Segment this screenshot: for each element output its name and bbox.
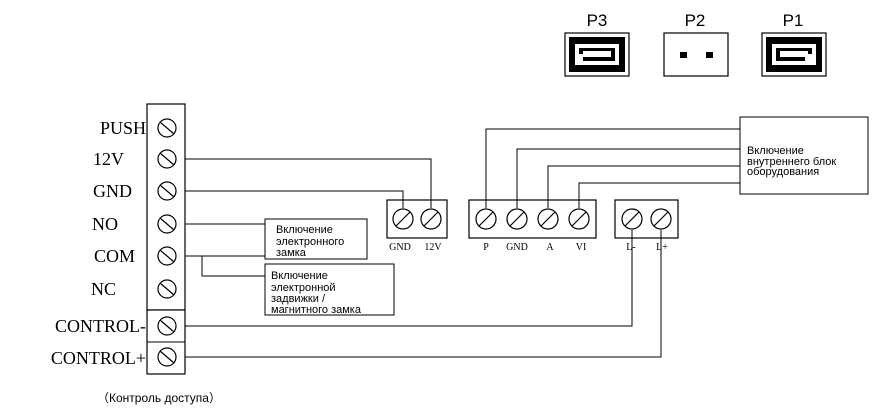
screw-lock-plus <box>650 208 672 230</box>
label-control-minus: CONTROL- <box>55 316 146 336</box>
jumper-p1 <box>761 32 827 77</box>
screw-com <box>157 246 177 266</box>
note-bolt-line-1: Включение <box>271 270 328 282</box>
jumper-headers: P3 P2 P1 <box>564 11 827 77</box>
note-bolt-line-4: магнитного замка <box>271 304 362 316</box>
screw-control-plus <box>157 347 177 367</box>
note-bolt-magnetic-lock: Включение электронной задвижки / магнитн… <box>264 263 395 316</box>
indoor-p-label: P <box>483 242 489 253</box>
access-control-caption: （Контроль доступа） <box>97 391 221 405</box>
wire-control-minus-to-lminus <box>185 230 633 327</box>
note-electronic-lock-line-3: замка <box>276 247 307 259</box>
screw-lock-minus <box>621 208 643 230</box>
wire-control-plus-to-lplus <box>185 230 662 358</box>
jumper-p2 <box>663 32 729 77</box>
indoor-vi-label: VI <box>576 242 587 253</box>
screw-indoor-a <box>537 208 559 230</box>
screw-push <box>157 118 177 138</box>
screw-12v <box>157 149 177 169</box>
note-electronic-lock-line-1: Включение <box>276 224 333 236</box>
screw-gnd <box>157 181 177 201</box>
wire-com-to-bolt-note <box>201 256 265 277</box>
label-12v: 12V <box>93 149 124 169</box>
note-indoor-line-1: Включение <box>747 145 804 157</box>
wire-indoor-vi <box>578 182 740 208</box>
note-electronic-lock-line-2: электронного <box>276 236 344 248</box>
wires <box>185 128 740 358</box>
power-gnd-label: GND <box>389 242 411 253</box>
power-12v-label: 12V <box>424 242 442 253</box>
label-gnd: GND <box>93 181 132 201</box>
note-indoor-unit: Включение внутреннего блок оборудования <box>739 116 869 195</box>
indoor-gnd-label: GND <box>506 242 528 253</box>
label-com: COM <box>94 246 135 266</box>
lock-minus-label: L- <box>626 242 635 253</box>
jumper-label-p1: P1 <box>783 11 804 30</box>
wire-indoor-a <box>547 165 740 208</box>
screw-power-12v <box>420 208 442 230</box>
screw-indoor-vi <box>568 208 590 230</box>
screw-power-gnd <box>392 208 414 230</box>
wire-gnd-to-power-gnd <box>185 190 404 208</box>
wire-indoor-p <box>485 128 740 208</box>
wire-12v-to-power-12v <box>185 158 432 208</box>
note-electronic-lock: Включение электронного замка <box>264 218 368 260</box>
screw-control-minus <box>157 316 177 336</box>
label-push: PUSH <box>100 118 146 138</box>
left-terminal-labels: PUSH 12V GND NO COM NC CONTROL- CONTROL+ <box>51 118 146 368</box>
jumper-p3 <box>564 32 630 77</box>
screw-indoor-p <box>475 208 497 230</box>
label-control-plus: CONTROL+ <box>51 348 146 368</box>
screw-indoor-gnd <box>506 208 528 230</box>
note-bolt-line-2: электронной <box>271 282 336 294</box>
screw-nc <box>157 279 177 299</box>
label-nc: NC <box>91 279 116 299</box>
power-terminal-block: GND 12V <box>386 199 448 253</box>
note-bolt-line-3: задвижки / <box>271 293 326 305</box>
note-indoor-line-2: внутреннего блок <box>747 156 836 168</box>
label-no: NO <box>92 214 118 234</box>
note-indoor-line-3: оборудования <box>747 166 819 178</box>
indoor-terminal-block: P GND A VI <box>468 199 597 253</box>
left-terminal-screws <box>157 118 177 367</box>
jumper-label-p3: P3 <box>587 11 608 30</box>
lock-terminal-block: L- L+ <box>614 199 679 253</box>
lock-plus-label: L+ <box>656 242 668 253</box>
screw-no <box>157 214 177 234</box>
jumper-label-p2: P2 <box>685 11 706 30</box>
indoor-a-label: A <box>546 242 554 253</box>
wire-indoor-gnd <box>516 148 740 208</box>
